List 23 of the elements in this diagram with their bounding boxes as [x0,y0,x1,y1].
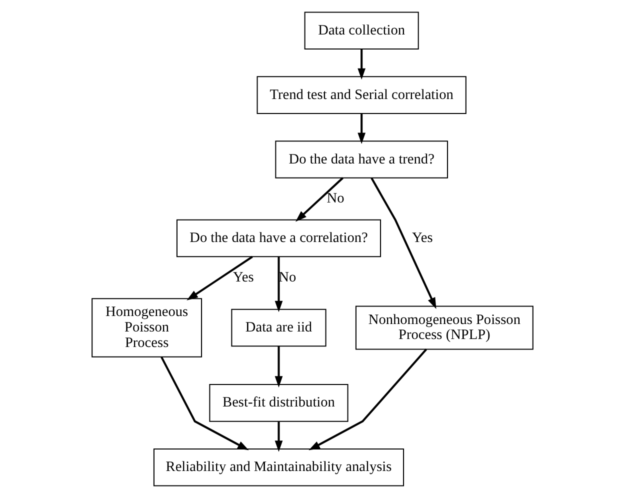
node-box: Data are iid [231,308,326,347]
arrow [274,346,283,388]
arrow [186,256,253,300]
node-box: Homogeneous Poisson Process [92,298,202,358]
arrow [358,114,366,144]
arrow [295,177,344,222]
node-box: Trend test and Serial correlation [256,76,466,114]
node-box: Reliability and Maintainability analysis [153,448,404,486]
arrow [160,356,249,450]
arrow [274,422,283,452]
arrow [358,49,366,80]
node-box: Nonhomogeneous Poisson Process (NPLP) [355,306,534,350]
arrow [274,256,283,312]
node-box: Best-fit distribution [209,384,348,422]
edge-label: Yes [233,269,254,286]
edge-label: Yes [412,230,433,246]
arrow [370,178,436,309]
arrow [308,348,428,450]
node-box: Do the data have a correlation? [176,219,382,258]
node-box: Data collection [304,12,419,50]
edge-label: No [278,269,296,286]
edge-label: No [326,190,344,207]
node-box: Do the data have a trend? [275,140,448,178]
